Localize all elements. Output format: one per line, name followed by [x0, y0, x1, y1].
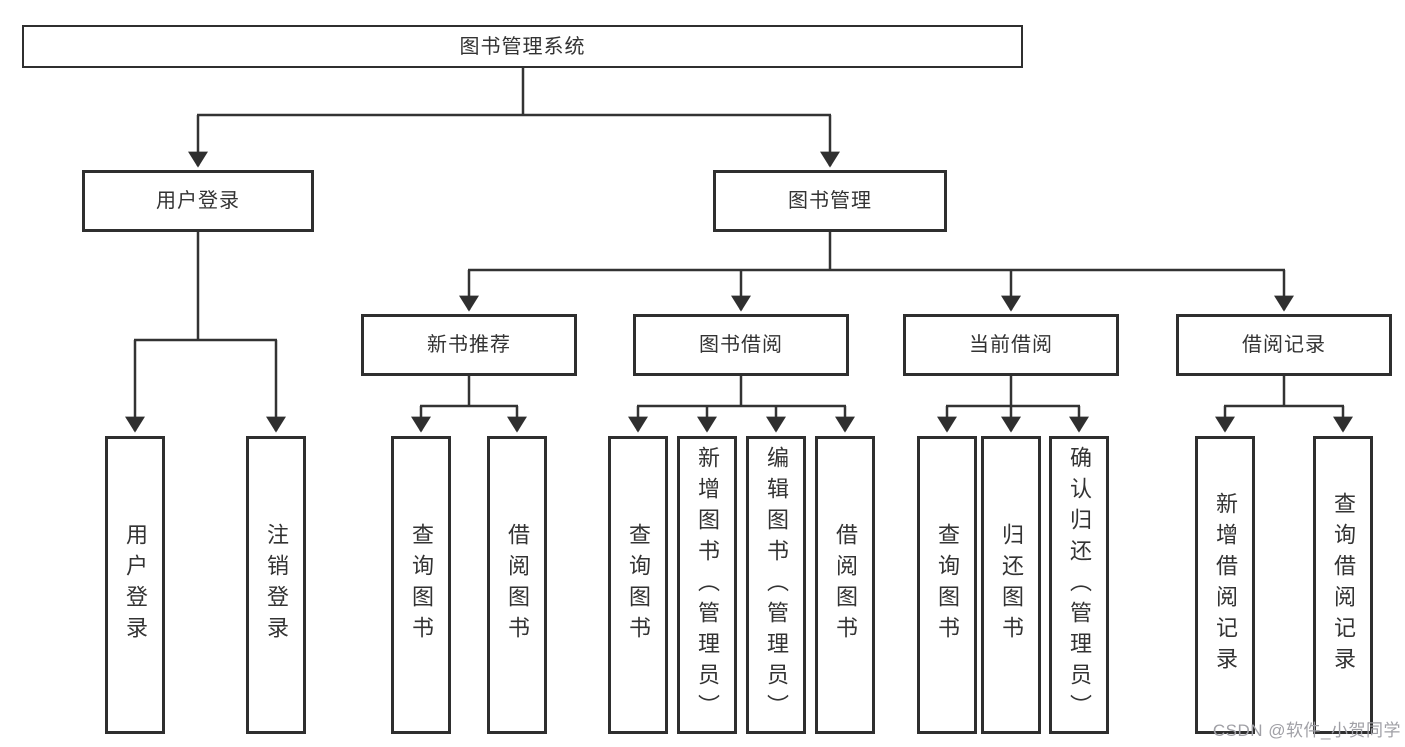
leaf-edit-books-admin: 编辑图书（管理员）	[746, 436, 806, 734]
leaf-query-borrow-record: 查询借阅记录	[1313, 436, 1373, 734]
leaf-label: 编辑图书（管理员）	[764, 445, 789, 725]
leaf-label: 注销登录	[264, 523, 289, 647]
leaf-user-login: 用户登录	[105, 436, 165, 734]
node-library-management-system: 图书管理系统	[22, 25, 1023, 68]
leaf-label: 借阅图书	[833, 523, 858, 647]
leaf-logout: 注销登录	[246, 436, 306, 734]
leaf-query-books-current: 查询图书	[917, 436, 977, 734]
leaf-add-borrow-record: 新增借阅记录	[1195, 436, 1255, 734]
node-new-book-recommendation: 新书推荐	[361, 314, 577, 376]
leaf-add-books-admin: 新增图书（管理员）	[677, 436, 737, 734]
leaf-query-books-borrowing: 查询图书	[608, 436, 668, 734]
leaf-return-books: 归还图书	[981, 436, 1041, 734]
node-book-management: 图书管理	[713, 170, 947, 232]
leaf-label: 确认归还（管理员）	[1067, 445, 1092, 725]
node-book-borrowing: 图书借阅	[633, 314, 849, 376]
leaf-query-books-recommend: 查询图书	[391, 436, 451, 734]
leaf-label: 用户登录	[123, 523, 148, 647]
leaf-label: 查询借阅记录	[1331, 492, 1356, 678]
leaf-label: 查询图书	[409, 523, 434, 647]
leaf-label: 查询图书	[935, 523, 960, 647]
leaf-borrow-books-borrowing: 借阅图书	[815, 436, 875, 734]
csdn-watermark: CSDN @软件_小贺同学	[1212, 721, 1401, 740]
leaf-label: 归还图书	[999, 523, 1024, 647]
connector-group	[125, 68, 1353, 433]
leaf-label: 新增借阅记录	[1213, 492, 1238, 678]
leaf-confirm-return-admin: 确认归还（管理员）	[1049, 436, 1109, 734]
node-user-login: 用户登录	[82, 170, 314, 232]
leaf-borrow-books-recommend: 借阅图书	[487, 436, 547, 734]
node-current-borrowing: 当前借阅	[903, 314, 1119, 376]
node-borrowing-records: 借阅记录	[1176, 314, 1392, 376]
leaf-label: 查询图书	[626, 523, 651, 647]
leaf-label: 新增图书（管理员）	[695, 445, 720, 725]
leaf-label: 借阅图书	[505, 523, 530, 647]
